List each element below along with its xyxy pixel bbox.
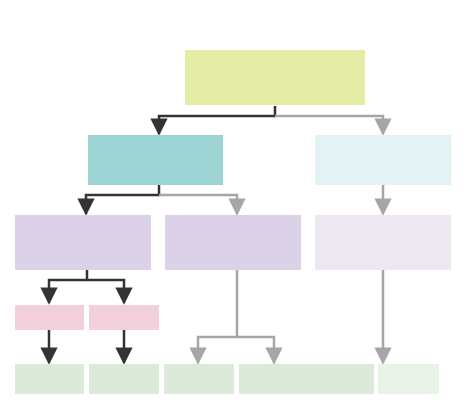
edge-root-to-left (150, 106, 277, 136)
green-node-3 (164, 364, 234, 394)
pink-node-right (89, 305, 159, 330)
pink-node-left (15, 305, 84, 330)
green-node-4 (239, 364, 374, 394)
green-node-5 (378, 364, 439, 394)
light-teal-node (315, 135, 451, 185)
teal-node (88, 135, 223, 185)
green-node-1 (15, 364, 84, 394)
edge-teal-to-lavender-mid (159, 193, 246, 216)
edge-lavender-to-pink-right (87, 278, 133, 305)
lavender-node-mid (165, 215, 301, 270)
edge-root-to-right (275, 114, 392, 136)
edge-lavender-to-pink-left (40, 270, 89, 305)
edge-lavender-mid-to-green-3 (189, 270, 239, 365)
green-node-2 (89, 364, 159, 394)
edge-teal-to-lavender-left (77, 185, 161, 216)
edge-lavender-mid-to-green-4 (237, 335, 283, 365)
root-node (185, 50, 365, 105)
light-lavender-node (315, 215, 451, 270)
lavender-node-left (15, 215, 151, 270)
